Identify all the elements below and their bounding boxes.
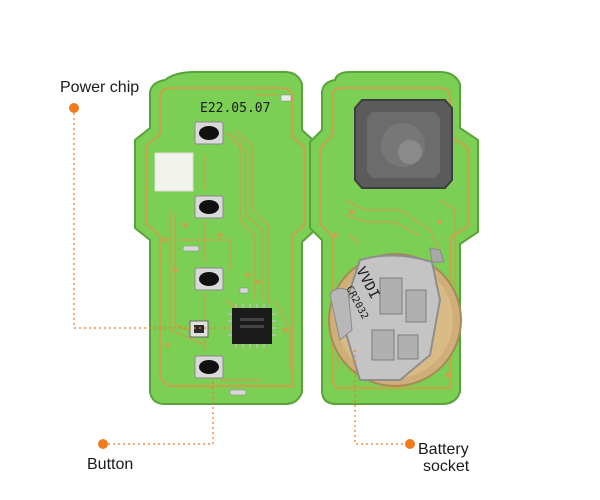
resistor	[182, 245, 200, 252]
battery-dot	[405, 439, 415, 449]
button-leader	[103, 378, 214, 445]
back-edge-trace	[319, 87, 469, 389]
transponder-coil	[354, 99, 453, 189]
button-switch-2	[194, 195, 224, 219]
date-code: E22.05.07	[200, 101, 270, 116]
power-chip-label: Power chip	[60, 79, 140, 96]
white-pad	[154, 152, 194, 192]
button-switch-4	[194, 355, 224, 379]
battery-label-line1: Battery	[418, 441, 469, 458]
power-chip-dot	[69, 103, 79, 113]
button-switch-3	[194, 267, 224, 291]
smd-component	[280, 94, 292, 102]
front-traces	[169, 94, 291, 381]
small-module	[189, 320, 209, 338]
back-pcb: VVDI CR2032	[309, 71, 479, 405]
resistor	[229, 389, 247, 396]
button-label: Button	[87, 456, 134, 473]
battery-label-line2: socket	[423, 458, 470, 475]
battery-socket: VVDI CR2032	[328, 247, 462, 387]
button-dot	[98, 439, 108, 449]
power-chip	[228, 304, 276, 348]
front-pcb: E22.05.07	[134, 71, 316, 405]
power-chip-leader	[73, 108, 232, 329]
resistor	[239, 287, 249, 294]
front-vias	[162, 222, 288, 348]
button-switch-1	[194, 121, 224, 145]
front-edge-trace	[145, 87, 306, 387]
back-vias	[332, 209, 451, 378]
callout-lines	[73, 108, 410, 445]
front-pcb-outline	[134, 71, 316, 405]
battery-leader	[354, 350, 410, 445]
